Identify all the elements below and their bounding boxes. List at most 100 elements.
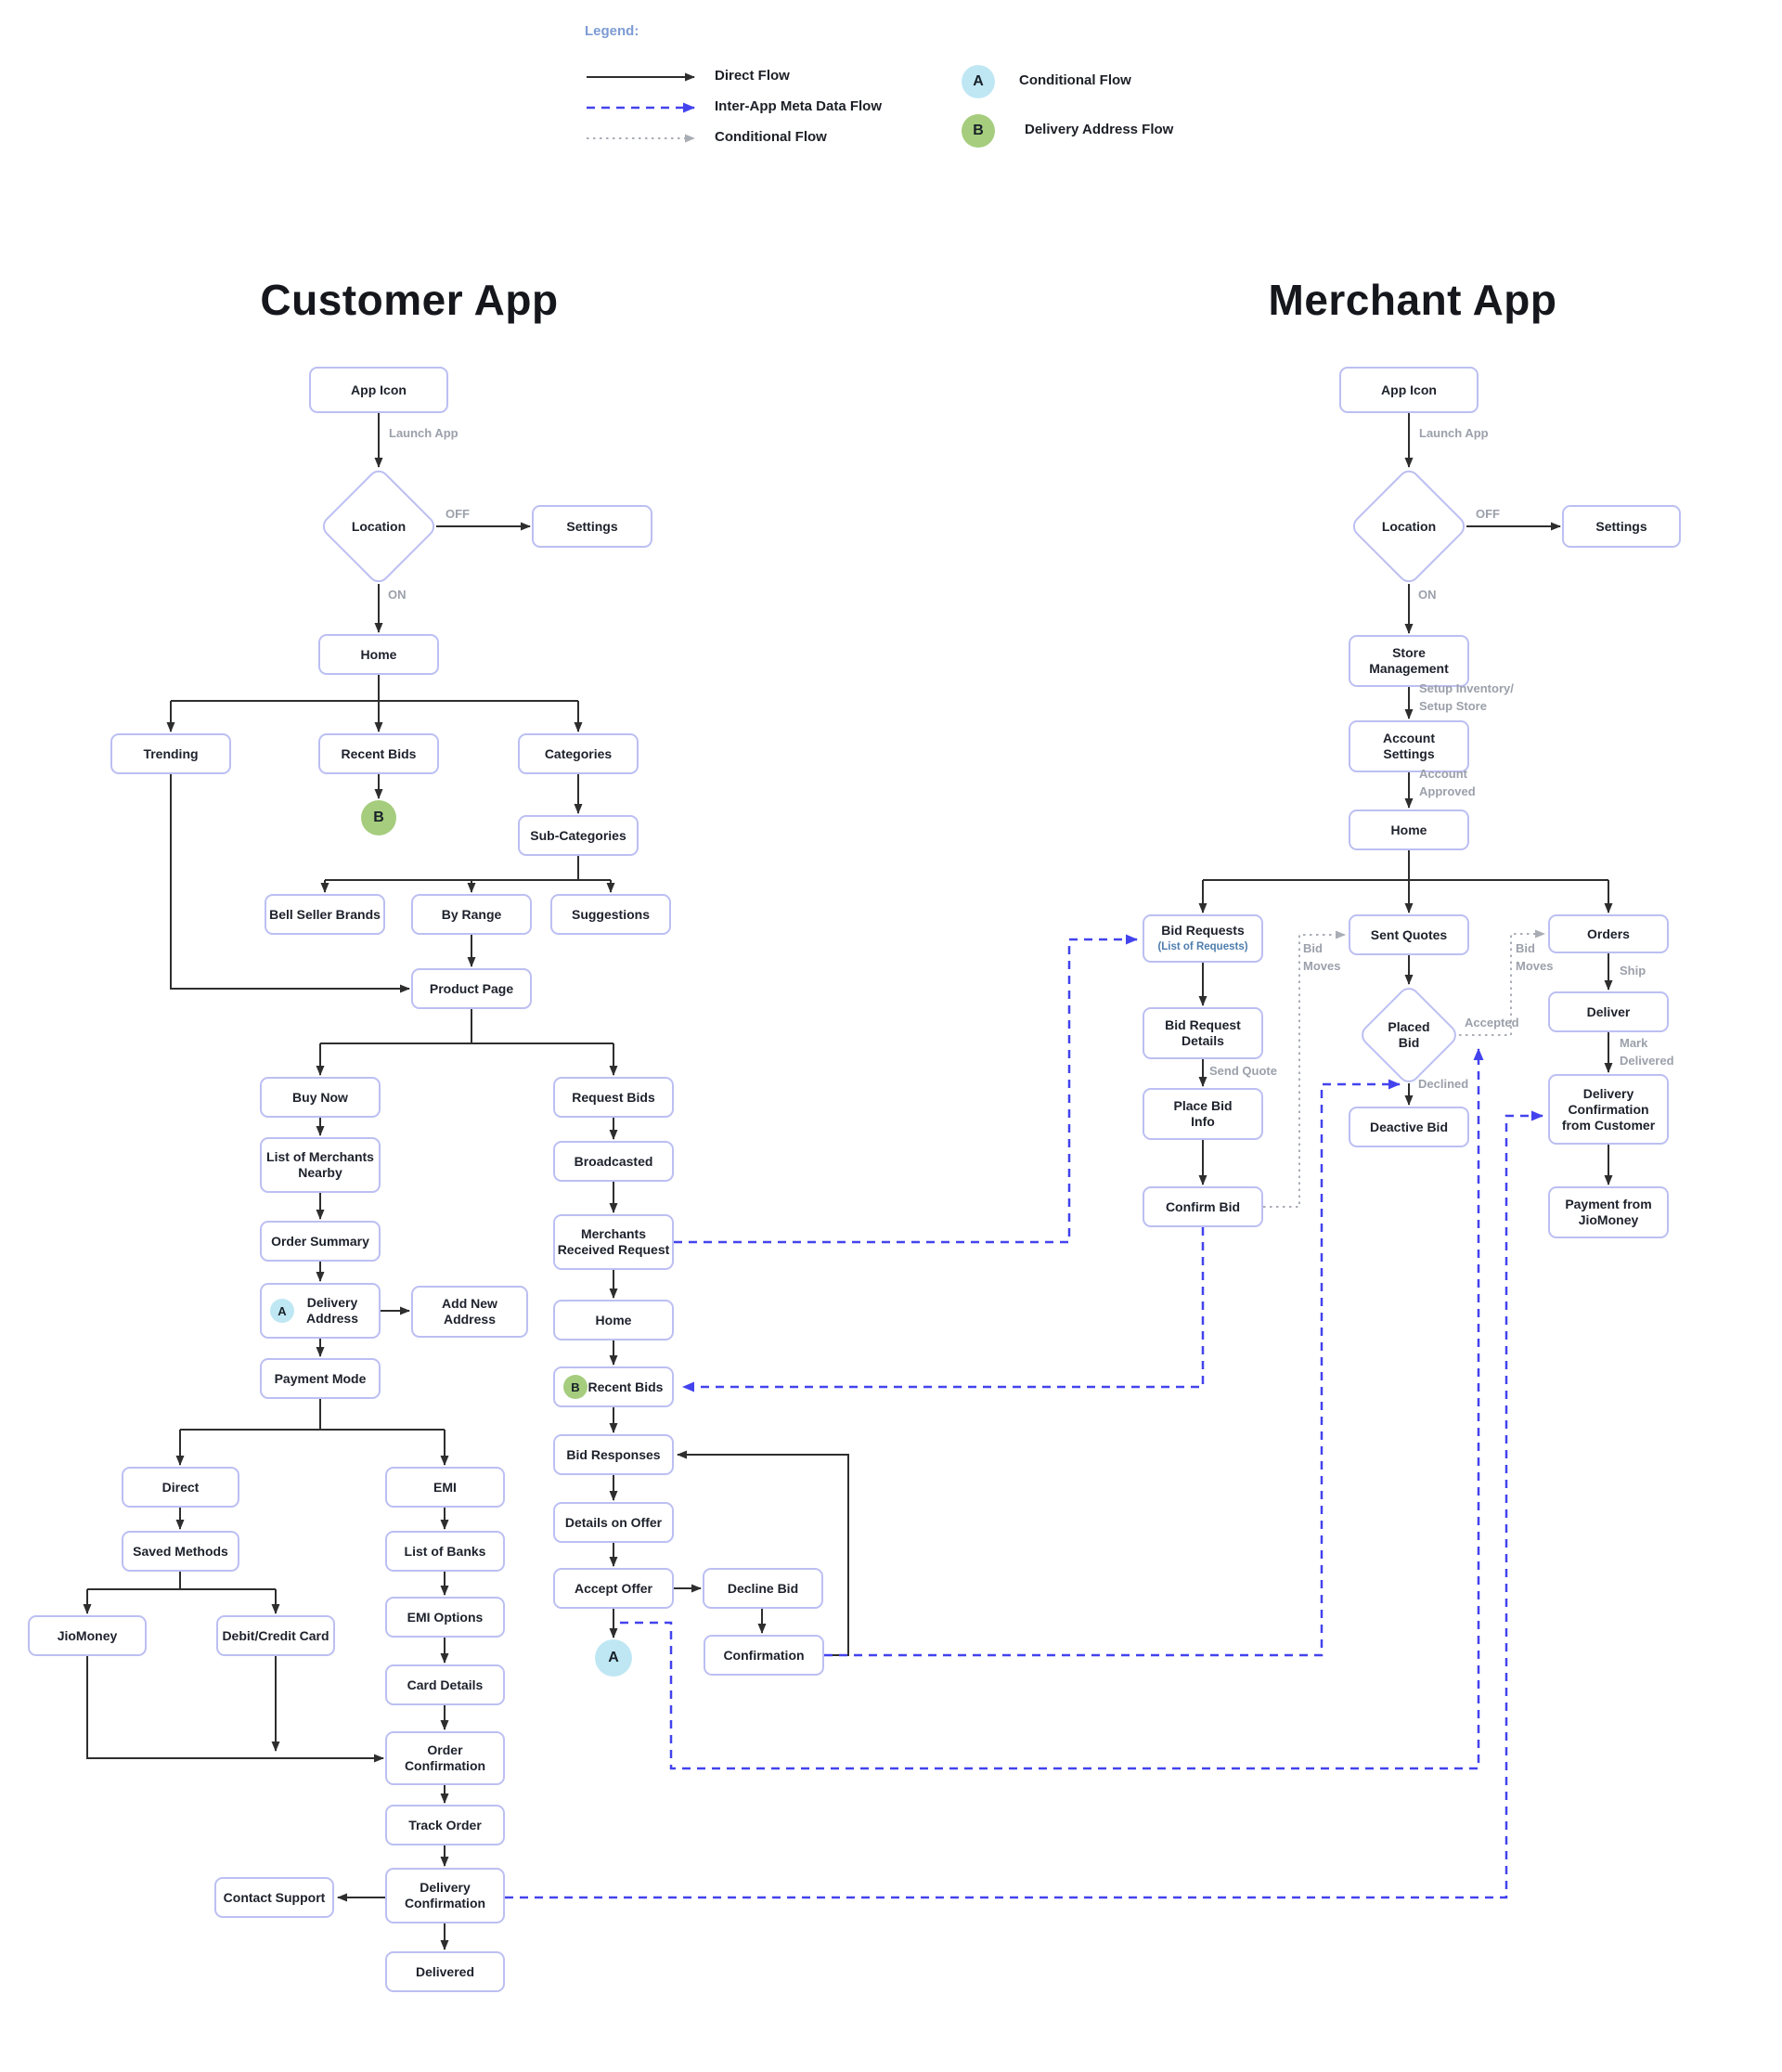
customer-debit-credit-card-label: Debit/Credit Card: [222, 1627, 329, 1643]
customer-buy-now: Buy Now: [260, 1077, 381, 1118]
label-declined-22: Declined: [1418, 1077, 1469, 1091]
merchant-account-settings-label: Account Settings: [1383, 731, 1435, 761]
label-bid-17: Bid: [1303, 941, 1323, 955]
merchant-store-management-label: Store Management: [1369, 645, 1449, 676]
customer-decline-bid: Decline Bid: [703, 1568, 823, 1609]
section-title-customer-app: Customer App: [260, 276, 559, 324]
edge-x-mrr-bidrequests: [674, 934, 1138, 1244]
customer-delivered-label: Delivered: [415, 1963, 475, 1979]
customer-debit-credit-card: Debit/Credit Card: [216, 1615, 335, 1656]
label-launch-app-9: Launch App: [1419, 426, 1489, 440]
customer-bell-seller-brands-label: Bell Seller Brands: [269, 906, 381, 922]
merchant-location-label: Location: [1381, 518, 1437, 534]
customer-bell-seller-brands: Bell Seller Brands: [265, 894, 385, 935]
merchant-home-label: Home: [1390, 822, 1427, 837]
customer-location: Location: [317, 465, 440, 588]
customer-delivery-confirmation: Delivery Confirmation: [385, 1868, 505, 1923]
customer-payment-mode-label: Payment Mode: [274, 1370, 367, 1386]
customer-location-label: Location: [351, 518, 407, 534]
merchant-location: Location: [1348, 465, 1470, 588]
merchant-app-icon: App Icon: [1339, 367, 1479, 413]
label-ship-23: Ship: [1620, 964, 1646, 978]
label-delivery-address-flow-5: Delivery Address Flow: [1025, 122, 1174, 137]
label-direct-flow-1: Direct Flow: [715, 68, 790, 84]
customer-track-order: Track Order: [385, 1805, 505, 1845]
customer-decline-bid-label: Decline Bid: [727, 1580, 799, 1596]
customer-recent-bids-mid-badge-b: B: [563, 1375, 588, 1399]
customer-confirmation: Confirmation: [704, 1635, 824, 1676]
customer-track-order-label: Track Order: [408, 1817, 482, 1832]
section-title-merchant-app: Merchant App: [1268, 276, 1557, 324]
customer-list-of-banks: List of Banks: [385, 1531, 505, 1572]
label-inter-app-meta-data-flow-2: Inter-App Meta Data Flow: [715, 98, 883, 114]
edge-c-jio-orderconf: [86, 1656, 384, 1763]
customer-list-of-merchants-nearby-label: List of Merchants Nearby: [266, 1149, 374, 1180]
customer-categories-label: Categories: [544, 745, 613, 761]
merchant-sent-quotes: Sent Quotes: [1349, 914, 1469, 955]
merchant-payment-from-jiomoney-label: Payment from JioMoney: [1565, 1197, 1652, 1227]
label-delivered-25: Delivered: [1620, 1054, 1674, 1068]
label-launch-app-6: Launch App: [389, 426, 458, 440]
customer-add-new-address-label: Add New Address: [442, 1296, 497, 1327]
merchant-settings-label: Settings: [1595, 518, 1647, 534]
customer-home-mid: Home: [553, 1300, 674, 1340]
customer-home: Home: [318, 634, 439, 675]
customer-categories: Categories: [518, 733, 639, 774]
customer-saved-methods-label: Saved Methods: [133, 1543, 228, 1559]
customer-contact-support-label: Contact Support: [223, 1889, 326, 1905]
customer-accept-offer-label: Accept Offer: [574, 1580, 653, 1596]
customer-request-bids-label: Request Bids: [572, 1089, 655, 1105]
customer-jiomoney: JioMoney: [28, 1615, 147, 1656]
customer-payment-mode: Payment Mode: [260, 1358, 381, 1399]
badge-b-recent-bids: B: [361, 800, 396, 835]
customer-card-details-label: Card Details: [407, 1677, 484, 1692]
label-mark-24: Mark: [1620, 1036, 1648, 1050]
merchant-deactive-bid: Deactive Bid: [1349, 1107, 1469, 1147]
customer-delivery-address-label: Delivery Address: [305, 1295, 359, 1326]
customer-details-on-offer: Details on Offer: [553, 1502, 674, 1543]
customer-delivered: Delivered: [385, 1951, 505, 1992]
merchant-deactive-bid-label: Deactive Bid: [1369, 1119, 1449, 1134]
customer-list-of-merchants-nearby: List of Merchants Nearby: [260, 1137, 381, 1193]
customer-merchants-received-request-label: Merchants Received Request: [557, 1226, 670, 1257]
merchant-payment-from-jiomoney: Payment from JioMoney: [1548, 1186, 1669, 1238]
customer-sub-categories: Sub-Categories: [518, 815, 639, 856]
customer-direct-label: Direct: [161, 1479, 200, 1495]
merchant-deliver: Deliver: [1548, 991, 1669, 1032]
customer-emi-options-label: EMI Options: [407, 1609, 484, 1625]
customer-bid-responses: Bid Responses: [553, 1434, 674, 1475]
customer-list-of-banks-label: List of Banks: [404, 1543, 486, 1559]
legend-badge-b: B: [962, 114, 995, 148]
edge-c-trending-product: [170, 774, 410, 993]
customer-order-summary-label: Order Summary: [271, 1233, 369, 1249]
customer-suggestions-label: Suggestions: [571, 906, 650, 922]
customer-card-details: Card Details: [385, 1664, 505, 1705]
merchant-delivery-confirmation-from-customer-label: Delivery Confirmation from Customer: [1561, 1085, 1656, 1133]
merchant-placed-bid-label: Placed Bid: [1388, 1019, 1430, 1050]
label-approved-15: Approved: [1419, 784, 1476, 798]
edge-m-accepted-orders: [1459, 929, 1545, 1036]
customer-recent-bids-mid-label: Recent Bids: [588, 1379, 664, 1394]
merchant-confirm-bid-label: Confirm Bid: [1165, 1198, 1241, 1214]
customer-emi-options: EMI Options: [385, 1597, 505, 1638]
merchant-place-bid-info: Place Bid Info: [1143, 1088, 1263, 1140]
label-on-8: ON: [388, 588, 407, 602]
customer-merchants-received-request: Merchants Received Request: [553, 1214, 674, 1270]
customer-add-new-address: Add New Address: [411, 1286, 528, 1338]
label-conditional-flow-4: Conditional Flow: [1019, 72, 1131, 88]
customer-delivery-confirmation-label: Delivery Confirmation: [404, 1880, 486, 1910]
merchant-bid-request-details-label: Bid Request Details: [1165, 1017, 1241, 1048]
customer-bid-responses-label: Bid Responses: [566, 1446, 661, 1462]
customer-delivery-address-badge-a: A: [270, 1299, 294, 1323]
merchant-bid-requests: Bid Requests(List of Requests): [1143, 914, 1263, 963]
label-legend-0: Legend:: [585, 23, 639, 39]
customer-settings: Settings: [532, 505, 652, 548]
customer-jiomoney-label: JioMoney: [57, 1627, 118, 1643]
customer-by-range-label: By Range: [441, 906, 502, 922]
merchant-account-settings: Account Settings: [1349, 720, 1469, 772]
merchant-sent-quotes-label: Sent Quotes: [1370, 926, 1448, 942]
merchant-orders-label: Orders: [1587, 926, 1630, 941]
label-off-7: OFF: [446, 507, 470, 521]
